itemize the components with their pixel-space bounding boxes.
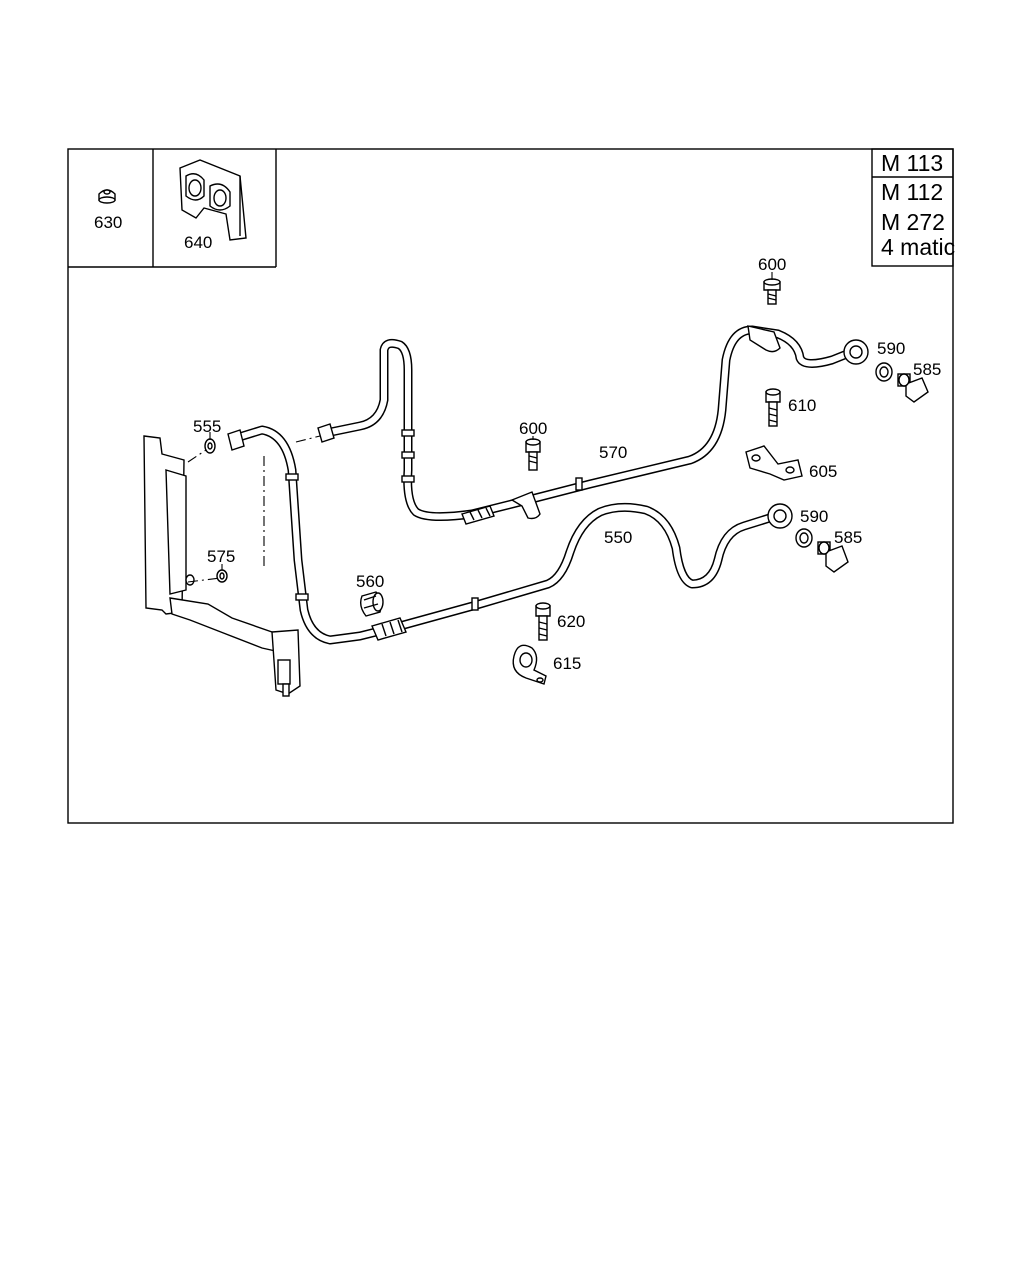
bolt-600-middle-icon	[525, 438, 541, 471]
seal-590-upper-icon	[875, 362, 893, 382]
clamp-615-icon	[512, 644, 547, 685]
part-label-600-upper: 600	[758, 255, 786, 274]
engine-variant-3: M 272	[881, 209, 945, 235]
part-label-640: 640	[184, 233, 212, 252]
part-label-585-upper: 585	[913, 360, 941, 379]
clip-holder-640-icon	[179, 159, 247, 241]
leader-lines	[209, 272, 773, 570]
part-label-550: 550	[604, 528, 632, 547]
part-label-615: 615	[553, 654, 581, 673]
part-label-575: 575	[207, 547, 235, 566]
diagram-frame	[67, 148, 954, 824]
assembly-guide-lines	[187, 435, 321, 583]
pipe-550	[227, 425, 793, 645]
seal-590-lower-icon	[795, 528, 813, 548]
pipe-570	[317, 325, 869, 525]
engine-variant-table: M 113 M 112 M 272 4 matic	[871, 148, 955, 267]
part-label-560: 560	[356, 572, 384, 591]
part-label-585-lower: 585	[834, 528, 862, 547]
engine-variant-2: M 112	[881, 179, 943, 205]
part-label-590-lower: 590	[800, 507, 828, 526]
bracket-605-icon	[745, 445, 803, 481]
part-label-630: 630	[94, 213, 122, 232]
bolt-620-icon	[535, 602, 551, 641]
banjo-bolt-585-upper-icon	[897, 373, 929, 403]
part-label-570: 570	[599, 443, 627, 462]
part-label-600-middle: 600	[519, 419, 547, 438]
part-label-605: 605	[809, 462, 837, 481]
part-label-620: 620	[557, 612, 585, 631]
sleeve-560-icon	[359, 591, 384, 617]
nut-630-icon	[98, 189, 116, 204]
part-label-610: 610	[788, 396, 816, 415]
banjo-bolt-585-lower-icon	[817, 541, 849, 573]
bolt-600-upper-icon	[763, 278, 781, 305]
part-label-555: 555	[193, 417, 221, 436]
bolt-610-icon	[765, 388, 781, 427]
part-label-590-upper: 590	[877, 339, 905, 358]
radiator-icon	[143, 435, 301, 697]
engine-variant-1: M 113	[881, 150, 943, 176]
engine-variant-4: 4 matic	[881, 234, 955, 260]
